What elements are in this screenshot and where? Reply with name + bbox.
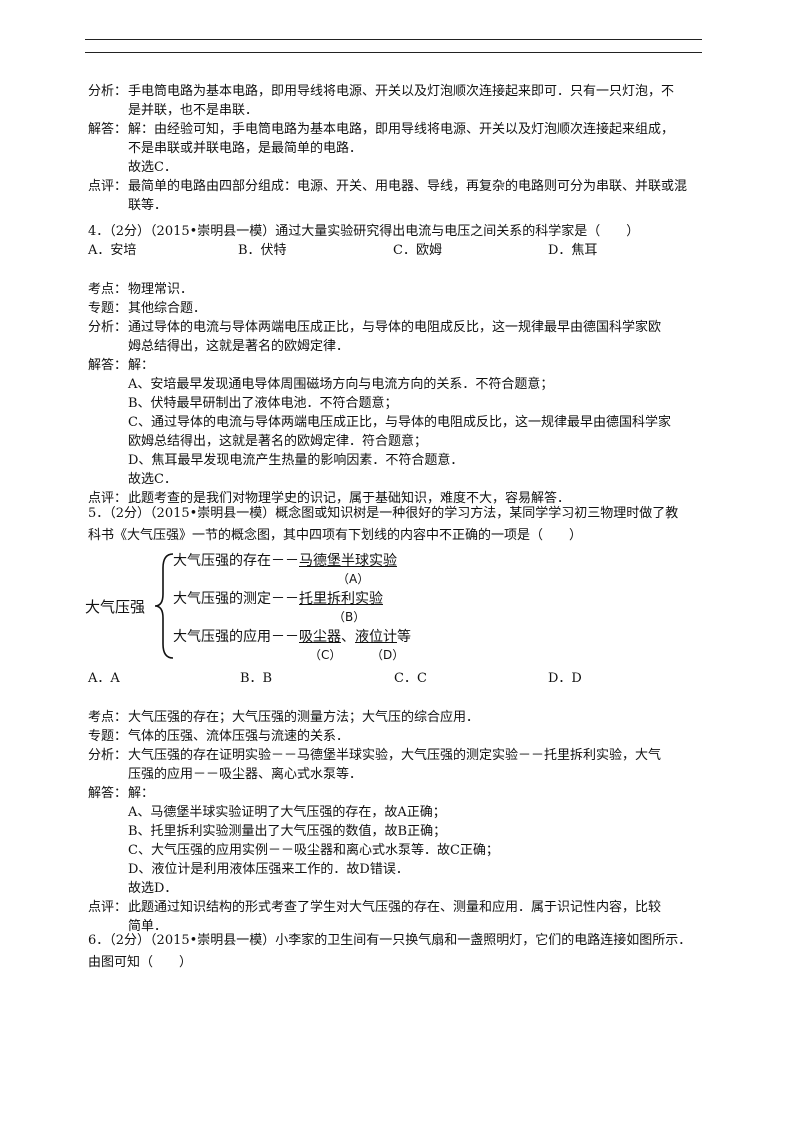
brace-icon bbox=[154, 553, 174, 659]
concept-map: 大气压强 大气压强的存在－－马德堡半球实验 （A） 大气压强的测定－－托里拆利实… bbox=[85, 546, 445, 666]
concept-line-2: 大气压强的测定－－托里拆利实验 bbox=[173, 591, 383, 607]
q4-option-d[interactable]: D．焦耳 bbox=[548, 243, 598, 258]
q3-solution: 分析：手电筒电路为基本电路，即用导线将电源、开关以及灯泡顺次连接起来即可．只有一… bbox=[88, 84, 688, 213]
header-rule-bottom bbox=[85, 52, 702, 53]
q4-solution: 考点：物理常识． 专题：其他综合题． 分析：通过导体的电流与导体两端电压成正比，… bbox=[88, 282, 671, 506]
concept-line-3: 大气压强的应用－－吸尘器、液位计等 bbox=[173, 629, 411, 645]
q6-stem: 6．（2分）（2015•崇明县一模）小李家的卫生间有一只换气扇和一盏照明灯，它们… bbox=[88, 933, 692, 970]
comment-label: 点评： bbox=[88, 179, 128, 194]
q4-options: A．安培 B．伏特 C．欧姆 D．焦耳 bbox=[88, 242, 708, 260]
q4-option-a[interactable]: A．安培 bbox=[88, 243, 137, 258]
answer-label: 解答： bbox=[88, 122, 128, 137]
concept-line-1: 大气压强的存在－－马德堡半球实验 bbox=[173, 553, 397, 569]
q4-stem: 4．（2分）（2015•崇明县一模）通过大量实验研究得出电流与电压之间关系的科学… bbox=[88, 224, 640, 239]
analysis-label: 分析： bbox=[88, 84, 128, 99]
q4-option-c[interactable]: C．欧姆 bbox=[393, 243, 442, 258]
q4-option-b[interactable]: B．伏特 bbox=[238, 243, 287, 258]
q5-option-a[interactable]: A．A bbox=[88, 671, 120, 686]
q5-options: A．A B．B C．C D．D bbox=[88, 670, 708, 688]
q5-option-c[interactable]: C．C bbox=[394, 671, 427, 686]
concept-map-root: 大气压强 bbox=[85, 598, 146, 616]
q5-option-b[interactable]: B．B bbox=[240, 671, 273, 686]
q5-option-d[interactable]: D．D bbox=[548, 671, 582, 686]
q5-stem: 5．（2分）（2015•崇明县一模）概念图或知识树是一种很好的学习方法，某同学学… bbox=[88, 506, 679, 543]
header-rule-top bbox=[85, 39, 702, 40]
q5-solution: 考点：大气压强的存在；大气压强的测量方法；大气压的综合应用． 专题：气体的压强、… bbox=[88, 710, 662, 934]
